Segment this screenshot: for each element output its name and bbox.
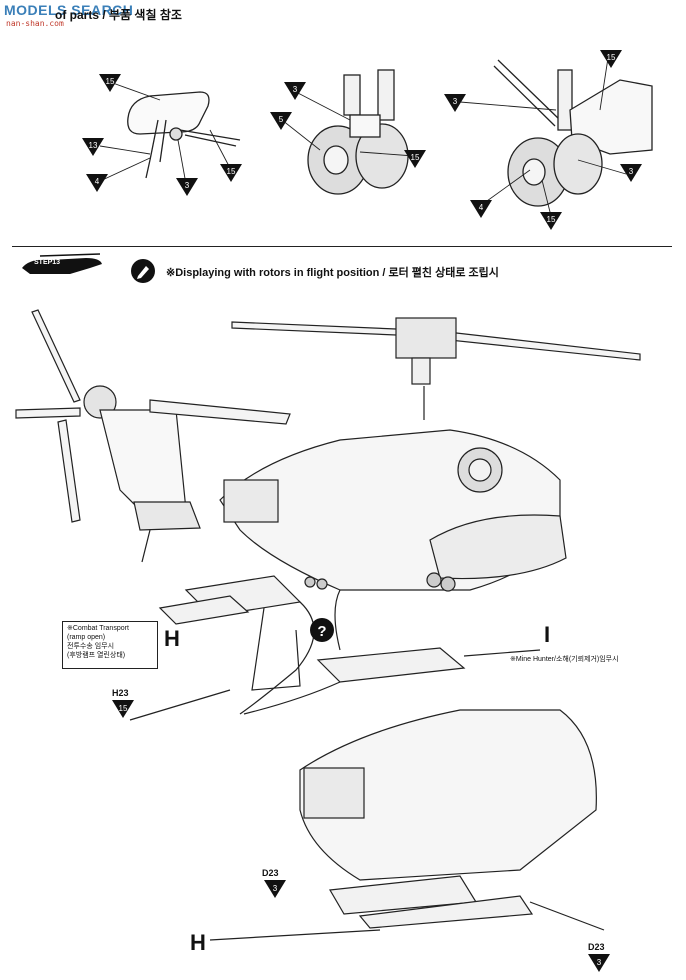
code-a3: 4	[95, 177, 100, 186]
code-b2: 5	[279, 115, 284, 124]
note-line-3: 전투수송 임무시	[67, 643, 115, 650]
code-c2: 3	[453, 97, 458, 106]
landing-gear-drawings: 15 13 4 3 15 3 5 15 15 3 4 3 15	[82, 50, 653, 230]
assembly-icon	[130, 258, 156, 289]
step-badge: STEP13	[20, 252, 104, 283]
code-c5: 15	[547, 215, 556, 224]
section-divider	[12, 246, 672, 247]
part-label-H23: H23	[112, 688, 129, 698]
code-d23-right: 3	[597, 958, 602, 967]
code-a5: 15	[227, 167, 236, 176]
question-mark: ?	[317, 623, 326, 640]
question-marker	[310, 618, 334, 642]
part-label-H-bottom: H	[190, 930, 206, 955]
code-b3: 15	[411, 153, 420, 162]
color-code-markers: 15 13 4 3 15 3 5 15 15 3 4 3 15	[82, 50, 642, 230]
lower-color-markers: 15 3 3	[112, 700, 610, 972]
code-b1: 3	[293, 85, 298, 94]
note-line-4: (후방램프 열린상태)	[67, 652, 126, 659]
code-c4: 3	[629, 167, 634, 176]
note-line-2: (ramp open)	[67, 634, 106, 641]
part-label-H: H	[164, 626, 180, 651]
watermark-site: MODELS SEARCH	[4, 2, 134, 18]
note-line-1: ※Combat Transport	[67, 625, 129, 632]
part-label-D23-right: D23	[588, 942, 605, 952]
section-header: of parts / 부품 색칠 참조	[55, 8, 182, 22]
step-number: STEP13	[34, 259, 61, 266]
code-a1: 15	[106, 77, 115, 86]
part-label-I: I	[544, 622, 551, 647]
combat-transport-note: ※Combat Transport (ramp open) 전투수송 임무시 (…	[62, 621, 158, 669]
helicopter-step-icon	[22, 253, 102, 274]
watermark-url: nan-shan.com	[6, 19, 64, 28]
mine-hunter-note: ※Mine Hunter/소해(기뢰제거)임무시	[510, 656, 619, 663]
code-a4: 3	[185, 181, 190, 190]
code-h23: 15	[119, 704, 128, 713]
step-caption: ※Displaying with rotors in flight positi…	[166, 267, 499, 279]
part-label-D23-left: D23	[262, 868, 279, 878]
helicopter-assembly-drawing: 15 3 3 ?	[15, 309, 641, 972]
code-c3: 4	[479, 203, 484, 212]
code-c1: 15	[607, 53, 616, 62]
code-a2: 13	[89, 141, 98, 150]
code-d23-left: 3	[273, 884, 278, 893]
